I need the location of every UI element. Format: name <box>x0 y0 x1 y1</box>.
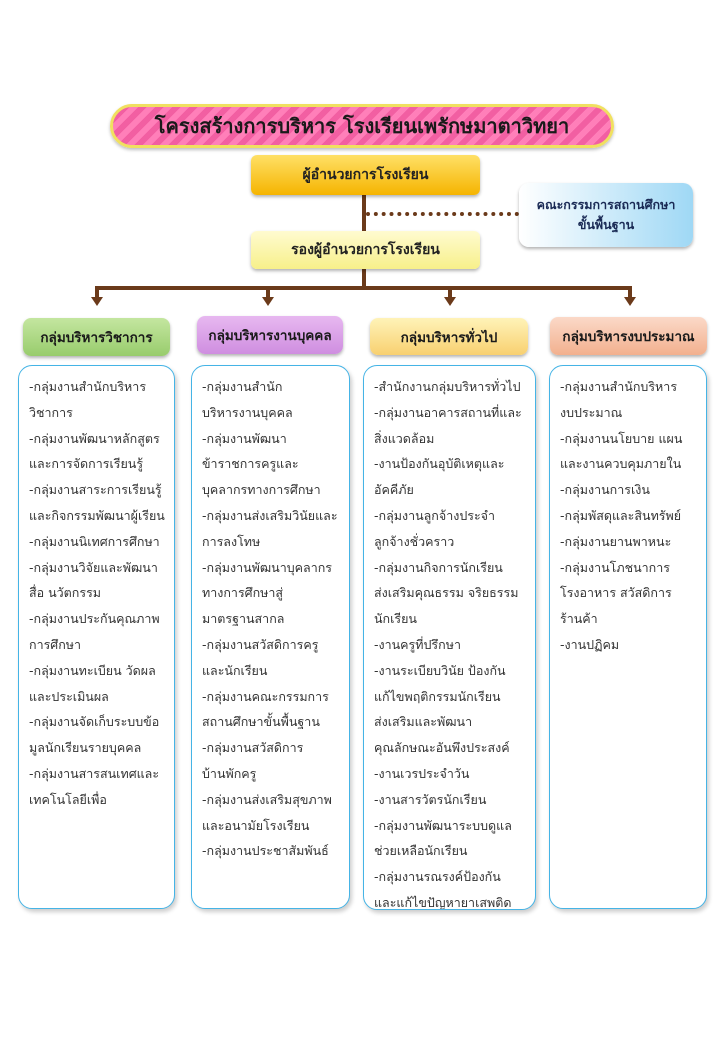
list-item: -กลุ่มงานพัฒนาบุคลากร ทางการศึกษาสู่ มาต… <box>202 559 332 627</box>
list-item: -กลุ่มงานกิจการนักเรียน ส่งเสริมคุณธรรม … <box>374 559 519 627</box>
list-item: -กลุ่มงานสำนัก บริหารงานบุคคล <box>202 379 293 420</box>
list-item: -กลุ่มงานพัฒนาระบบดูแล ช่วยเหลือนักเรียน <box>374 817 512 859</box>
list-item: -สำนักงานกลุ่มบริหารทั่วไป <box>374 379 521 394</box>
connector-deputy-bus <box>362 269 366 288</box>
list-item: -กลุ่มงานประกันคุณภาพ การศึกษา <box>29 611 160 652</box>
list-item: -กลุ่มงานส่งเสริมวินัยและ การลงโทษ <box>202 507 338 549</box>
list-item: -กลุ่มงานจัดเก็บระบบข้อ มูลนักเรียนรายบุ… <box>29 714 160 756</box>
list-item: -งานครูที่ปรึกษา <box>374 636 461 652</box>
group-general-header: กลุ่มบริหารทั่วไป <box>370 318 528 355</box>
connector-drop-2 <box>266 288 270 298</box>
list-item: -กลุ่มงานสำนักบริหาร งบประมาณ <box>560 379 678 420</box>
list-item: -กลุ่มงานการเงิน <box>560 482 650 498</box>
group-academic-list: -กลุ่มงานสำนักบริหาร วิชาการ -กลุ่มงานพั… <box>18 365 175 909</box>
list-item: -กลุ่มงานสารสนเทศและ เทคโนโลยีเพื่อ <box>29 765 160 807</box>
list-item: -กลุ่มงานส่งเสริมสุขภาพ และอนามัยโรงเรีย… <box>202 791 332 833</box>
list-item: -กลุ่มงานสวัสดิการ บ้านพักครู <box>202 740 304 781</box>
group-academic-header: กลุ่มบริหารวิชาการ <box>23 318 170 356</box>
committee-line-1: คณะกรรมการสถานศึกษา <box>536 197 676 212</box>
director-box: ผู้อำนวยการโรงเรียน <box>251 155 480 195</box>
list-item: -กลุ่มงานอาคารสถานที่และ สิ่งแวดล้อม <box>374 404 522 446</box>
list-item: -กลุ่มงานลูกจ้างประจำ ลูกจ้างชั่วคราว <box>374 507 496 549</box>
group-general-list: -สำนักงานกลุ่มบริหารทั่วไป -กลุ่มงานอาคา… <box>363 365 536 910</box>
list-item: -งานสารวัตรนักเรียน <box>374 791 487 807</box>
list-item: -กลุ่มงานโภชนาการ โรงอาหาร สวัสดิการ ร้า… <box>560 559 672 627</box>
list-item: -งานระเบียบวินัย ป้องกัน แก้ไขพฤติกรรมนั… <box>374 662 510 756</box>
arrow-down-icon <box>624 297 636 306</box>
list-item: -งานป้องกันอุบัติเหตุและ อัคคีภัย <box>374 456 505 498</box>
list-item: -กลุ่มงานสาระการเรียนรู้ และกิจกรรมพัฒนา… <box>29 482 165 523</box>
arrow-down-icon <box>91 297 103 306</box>
connector-drop-3 <box>448 288 452 298</box>
list-item: -กลุ่มงานประชาสัมพันธ์ <box>202 843 329 859</box>
chart-title: โครงสร้างการบริหาร โรงเรียนเพรักษมาตาวิท… <box>110 104 614 148</box>
list-item: -งานปฏิคม <box>560 636 620 652</box>
group-budget-list: -กลุ่มงานสำนักบริหาร งบประมาณ -กลุ่มงานน… <box>549 365 707 909</box>
list-item: -กลุ่มพัสดุและสินทรัพย์ <box>560 507 682 523</box>
list-item: -กลุ่มงานคณะกรรมการ สถานศึกษาขั้นพื้นฐาน <box>202 688 329 730</box>
group-personnel-list: -กลุ่มงานสำนัก บริหารงานบุคคล -กลุ่มงานพ… <box>191 365 350 909</box>
committee-line-2: ขั้นพื้นฐาน <box>577 217 635 232</box>
arrow-down-icon <box>262 297 274 306</box>
list-item: -กลุ่มงานสำนักบริหาร วิชาการ <box>29 379 147 420</box>
list-item: -กลุ่มงานพัฒนาหลักสูตร และการจัดการเรียน… <box>29 430 160 472</box>
group-budget-header: กลุ่มบริหารงบประมาณ <box>550 317 707 355</box>
list-item: -กลุ่มงานนโยบาย แผน และงานควบคุมภายใน <box>560 430 683 472</box>
connector-drop-4 <box>628 288 632 298</box>
committee-box: คณะกรรมการสถานศึกษา ขั้นพื้นฐาน <box>519 183 693 247</box>
list-item: -กลุ่มงานสวัสดิการครู และนักเรียน <box>202 636 319 678</box>
list-item: -กลุ่มงานวิจัยและพัฒนา สื่อ นวัตกรรม <box>29 559 158 601</box>
list-item: -กลุ่มงานทะเบียน วัดผล และประเมินผล <box>29 662 156 704</box>
list-item: -งานเวรประจำวัน <box>374 765 470 781</box>
connector-director-deputy <box>362 195 366 232</box>
list-item: -กลุ่มงานนิเทศการศึกษา <box>29 533 160 549</box>
list-item: -กลุ่มงานยานพาหนะ <box>560 533 672 549</box>
list-item: -กลุ่มงานพัฒนา ข้าราชการครูและ บุคลากรทา… <box>202 430 321 498</box>
connector-drop-1 <box>95 288 99 298</box>
connector-horizontal-bus <box>95 286 632 290</box>
arrow-down-icon <box>444 297 456 306</box>
deputy-box: รองผู้อำนวยการโรงเรียน <box>251 231 480 269</box>
connector-committee-dotted <box>366 212 519 216</box>
group-personnel-header: กลุ่มบริหารงานบุคคล <box>197 316 343 354</box>
list-item: -กลุ่มงานรณรงค์ป้องกัน และแก้ไขปัญหายาเส… <box>374 869 512 910</box>
